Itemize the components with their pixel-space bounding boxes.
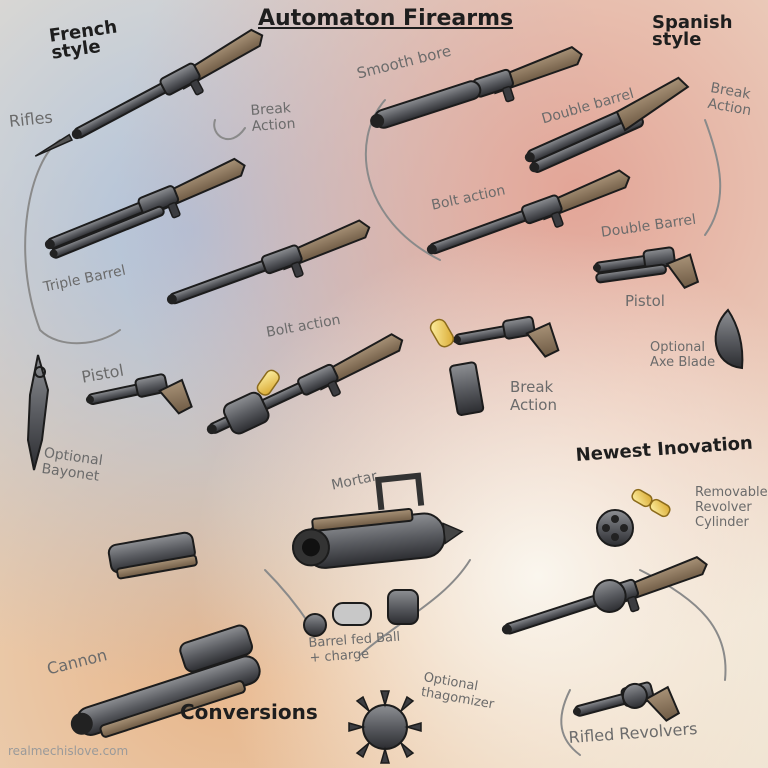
page-title: Automaton Firearms: [258, 6, 514, 31]
brass-cartridges-revolver: [631, 488, 671, 518]
revolver-pistol: [569, 675, 681, 745]
mortar: [291, 472, 464, 569]
french-triple-barrel-rifle: [40, 155, 254, 268]
spanish-break-action-pistol: [449, 311, 561, 416]
spanish-smooth-bore-rifle: [370, 43, 590, 143]
label-removable-cylinder: Removable Revolver Cylinder: [695, 485, 768, 530]
brass-cartridge-fr: [256, 369, 280, 396]
bayonet-blade: [26, 354, 50, 471]
break-action-bracket: [704, 119, 722, 236]
spanish-double-barrel-pistol: [590, 243, 700, 301]
brass-cartridge-es: [429, 318, 455, 348]
spanish-double-barrel-rifle: [524, 76, 690, 173]
revolver-cylinder: [596, 509, 634, 547]
rifled-revolver-pointer: [560, 689, 581, 756]
label-pistol-es: Pistol: [625, 292, 665, 310]
conversion-barrel: [107, 531, 198, 580]
axe-blade: [714, 308, 744, 370]
ammo-ball-and-charge: [303, 589, 419, 637]
thagomizer-arrow: [359, 559, 471, 656]
credit-text: realmechislove.com: [8, 744, 129, 758]
rifles-bracket: [24, 139, 121, 345]
thagomizer: [348, 690, 422, 764]
french-bolt-action-carbine: [202, 330, 413, 453]
conversions-header: Conversions: [180, 700, 318, 724]
break-action-pointer: [213, 119, 246, 141]
french-rifle-bayonet: [34, 25, 274, 157]
cannon: [70, 624, 261, 738]
revolver-rifle: [498, 553, 715, 653]
label-break-action-es2: Break Action: [510, 378, 557, 414]
spanish-style-header: Spanish style: [652, 12, 733, 50]
label-optional-axe-blade: Optional Axe Blade: [650, 340, 716, 370]
label-break-action-fr: Break Action: [250, 100, 296, 135]
